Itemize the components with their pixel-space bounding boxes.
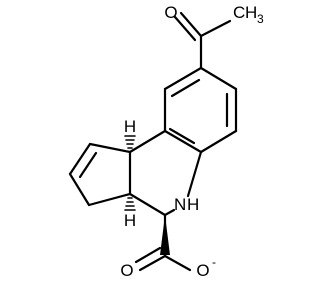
- stereo-bond-layer: [124, 135, 170, 255]
- bond-ring-c6-c5a: [199, 129, 238, 154]
- bond-c2-c3: [68, 172, 91, 207]
- bond-c3-c3a: [87, 192, 132, 207]
- bond-c9a-c9b: [128, 129, 167, 154]
- carboxylate-single-oxygen-label: O: [196, 261, 209, 280]
- bond-c1-c2: [68, 142, 92, 176]
- atom-label-layer: O C H 3 N H H H O O -: [120, 3, 264, 280]
- bond-c1-c2-inner: [78, 151, 98, 179]
- h9b-label: H: [124, 117, 136, 136]
- bond-c5a-n: [186, 150, 203, 198]
- hashed-wedge-h3a: [124, 197, 136, 211]
- bond-carboxyl-to-o-minus: [163, 254, 192, 272]
- amine-nitrogen-label: N: [174, 195, 186, 214]
- methyl-carbon-label: C: [233, 3, 245, 22]
- bond-c3a-c4: [128, 192, 167, 217]
- bond-layer: [68, 11, 238, 272]
- bond-carbonyl-to-methyl: [199, 19, 232, 38]
- bond-carboxyl-double-b: [134, 246, 162, 264]
- amine-hydrogen-label: H: [187, 195, 199, 214]
- bond-ring-c9-c8: [163, 66, 203, 91]
- bond-c9b-c1: [88, 142, 132, 154]
- ketone-oxygen-label: O: [164, 3, 177, 22]
- methyl-subscript-label: 3: [257, 12, 264, 26]
- bond-ring-c5a-c9a: [163, 129, 203, 154]
- negative-charge-label: -: [212, 255, 216, 269]
- solid-wedge-c4-carboxyl: [160, 215, 170, 255]
- bond-n-c4: [163, 208, 176, 217]
- bond-carboxyl-double-a: [138, 254, 167, 272]
- carboxylate-double-oxygen-label: O: [120, 261, 133, 280]
- bond-carbonyl-double-b: [173, 15, 197, 42]
- bond-ring-c9-c8-inner: [170, 78, 201, 98]
- methyl-hydrogen-label: H: [245, 3, 257, 22]
- molecule-diagram: O C H 3 N H H H O O -: [68, 3, 264, 280]
- bond-ring-c8-c7: [199, 66, 238, 91]
- bond-carbonyl-double-a: [179, 11, 203, 38]
- h3a-label: H: [124, 211, 136, 230]
- hashed-wedge-h9b: [124, 135, 136, 149]
- bond-ring-c5a-c9a-inner: [168, 127, 196, 145]
